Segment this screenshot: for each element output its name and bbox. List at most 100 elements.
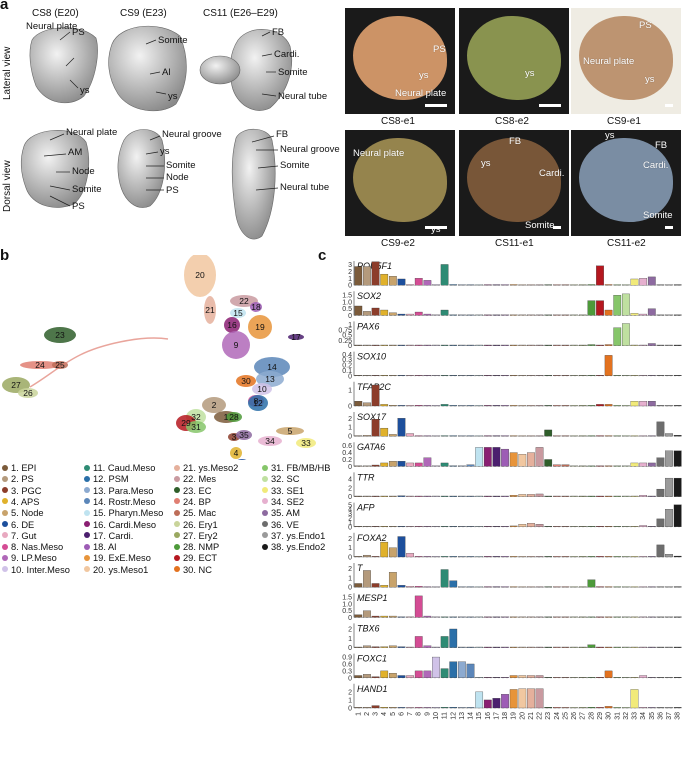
umap-label-20: 20 <box>195 270 205 280</box>
bar-TFAP2C-30 <box>604 404 613 407</box>
bar-SOX10-19 <box>509 375 518 376</box>
bar-TFAP2C-7 <box>406 405 414 407</box>
y-tick-label: 0 <box>348 615 352 622</box>
bar-AFP-34 <box>639 525 648 527</box>
y-tick-label: 2 <box>348 416 352 423</box>
umap-label-22: 22 <box>239 296 249 306</box>
bar-SOX17-33 <box>630 435 639 437</box>
gene-name: SOX2 <box>357 291 381 301</box>
bar-AFP-8 <box>414 526 423 527</box>
legend-item-3: 3. PGC <box>2 486 41 497</box>
bar-TTR-16 <box>483 495 492 497</box>
bar-TFAP2C-25 <box>561 405 570 407</box>
bar-FOXC1-22 <box>535 675 544 678</box>
legend-dot-27 <box>174 532 180 539</box>
y-tick-label: 1 <box>348 545 352 552</box>
dor-cs8-label-4: Somite <box>72 184 102 195</box>
bar-GATA6-3 <box>371 464 380 467</box>
bar-TTR-24 <box>552 495 561 497</box>
bar-FOXC1-4 <box>380 670 389 678</box>
x-tick-label: 1 <box>355 712 362 716</box>
legend-dot-37 <box>262 532 268 539</box>
bar-TFAP2C-8 <box>414 405 423 407</box>
lat-cs9-label-2: Al <box>162 67 171 78</box>
bar-HAND1-32 <box>622 707 630 709</box>
bar-PAX6-16 <box>483 344 492 346</box>
umap-label-35: 35 <box>239 430 249 440</box>
bar-MESP1-21 <box>527 616 535 618</box>
bar-TTR-12 <box>449 495 458 497</box>
bar-SOX2-31 <box>613 295 622 316</box>
bar-SOX10-11 <box>440 375 449 376</box>
bar-MESP1-30 <box>604 616 613 618</box>
bar-MESP1-23 <box>544 616 553 618</box>
bar-FOXC1-11 <box>440 668 449 678</box>
x-tick-label: 4 <box>381 712 388 716</box>
umap-cluster-34 <box>258 436 282 446</box>
bar-AFP-24 <box>552 526 561 527</box>
legend-label-13: 13. Para.Meso <box>93 485 154 496</box>
legend-label-37: 37. ys.Endo1 <box>271 530 326 541</box>
bar-HAND1-15 <box>475 691 484 709</box>
bar-TTR-22 <box>535 493 544 497</box>
bar-FOXC1-9 <box>423 670 432 678</box>
bar-MESP1-20 <box>518 616 527 618</box>
umap-cluster-33 <box>296 438 316 448</box>
bar-AFP-5 <box>388 526 397 527</box>
bar-PAX6-5 <box>388 344 397 346</box>
x-tick-label: 14 <box>468 712 475 720</box>
bar-FOXC1-18 <box>501 677 509 678</box>
bar-FOXA2-21 <box>527 556 535 558</box>
dor-cs11-label-2: Neural groove <box>280 144 340 155</box>
umap-label-34: 34 <box>265 436 275 446</box>
bar-AFP-12 <box>449 526 458 527</box>
legend-dot-14 <box>84 498 90 505</box>
umap-label-25: 25 <box>55 360 65 370</box>
bar-TTR-36 <box>656 488 665 497</box>
y-tick-label: 1.0 <box>342 601 352 608</box>
legend-dot-8 <box>2 543 8 550</box>
bar-AFP-35 <box>647 526 656 527</box>
bar-SOX2-13 <box>458 314 466 316</box>
bar-GATA6-23 <box>544 459 553 467</box>
bar-FOXC1-12 <box>449 661 458 678</box>
bar-TTR-21 <box>527 494 535 497</box>
photo-3-label-2: Neural plate <box>583 56 635 67</box>
y-tick-label: 2 <box>348 485 352 492</box>
bar-PAX6-38 <box>673 344 682 346</box>
legend-item-28: 28. NMP <box>174 542 219 553</box>
bar-PAX6-37 <box>665 344 673 346</box>
bar-T-19 <box>509 586 518 588</box>
bar-TFAP2C-34 <box>639 401 648 407</box>
legend-dot-23 <box>174 487 180 494</box>
legend-dot-5 <box>2 509 8 516</box>
bar-chart-TFAP2C: TFAP2C10 <box>348 382 682 411</box>
bar-SOX10-10 <box>432 375 440 376</box>
bar-TFAP2C-24 <box>552 405 561 407</box>
bar-TTR-20 <box>518 494 527 497</box>
bar-FOXA2-2 <box>363 554 371 558</box>
bar-GATA6-26 <box>570 465 578 467</box>
bar-SOX17-32 <box>622 435 630 437</box>
bar-SOX2-32 <box>622 293 630 316</box>
umap-cluster-15 <box>230 308 246 318</box>
bar-T-34 <box>639 586 648 588</box>
legend-item-29: 29. ECT <box>174 553 217 564</box>
bar-FOXC1-36 <box>656 677 665 678</box>
bar-T-8 <box>414 586 423 588</box>
bar-TTR-23 <box>544 495 553 497</box>
legend-item-19: 19. ExE.Meso <box>84 553 151 564</box>
legend-item-17: 17. Cardi. <box>84 531 133 542</box>
bar-FOXA2-18 <box>501 556 509 558</box>
umap-cluster-12 <box>248 395 268 411</box>
legend-dot-19 <box>84 554 90 561</box>
x-tick-label: 30 <box>606 712 613 720</box>
bar-SOX2-18 <box>501 314 509 316</box>
umap-cluster-4 <box>230 447 242 459</box>
y-tick-label: 0.25 <box>338 338 352 345</box>
bar-SOX2-3 <box>371 307 380 316</box>
